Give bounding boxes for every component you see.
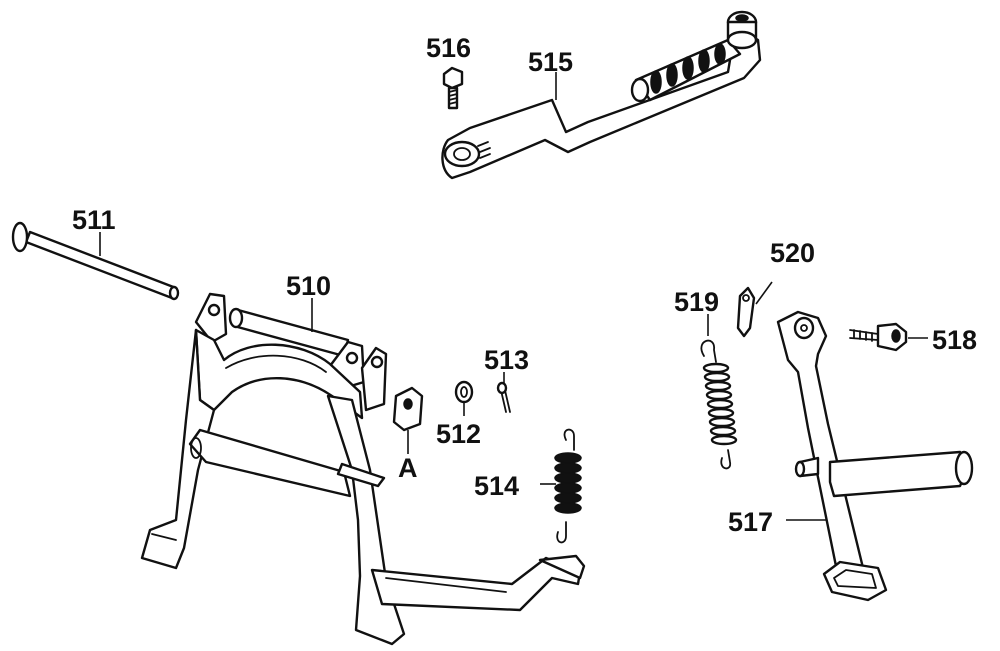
label-510: 510 xyxy=(286,271,331,301)
lever-bolt xyxy=(442,66,464,110)
label-514: 514 xyxy=(474,471,519,501)
label-512: 512 xyxy=(436,419,481,449)
label-513: 513 xyxy=(484,345,529,375)
pivot-shaft xyxy=(11,221,180,301)
washer xyxy=(454,380,474,416)
cotter-pin xyxy=(496,372,511,413)
kick-starter-lever xyxy=(441,10,762,180)
label-515: 515 xyxy=(528,47,573,77)
label-518: 518 xyxy=(932,325,977,355)
label-516: 516 xyxy=(426,33,471,63)
label-517: 517 xyxy=(728,507,773,537)
main-stand-spring xyxy=(540,428,582,544)
label-511: 511 xyxy=(72,205,116,235)
side-stand-bolt xyxy=(849,322,928,352)
side-stand xyxy=(776,310,974,602)
side-stand-spring xyxy=(700,314,738,470)
label-519: 519 xyxy=(674,287,719,317)
label-520: 520 xyxy=(770,238,815,268)
side-stand-plate xyxy=(736,281,773,338)
main-stand xyxy=(140,292,586,646)
label-a: A xyxy=(398,453,418,483)
bracket-a xyxy=(392,386,424,454)
